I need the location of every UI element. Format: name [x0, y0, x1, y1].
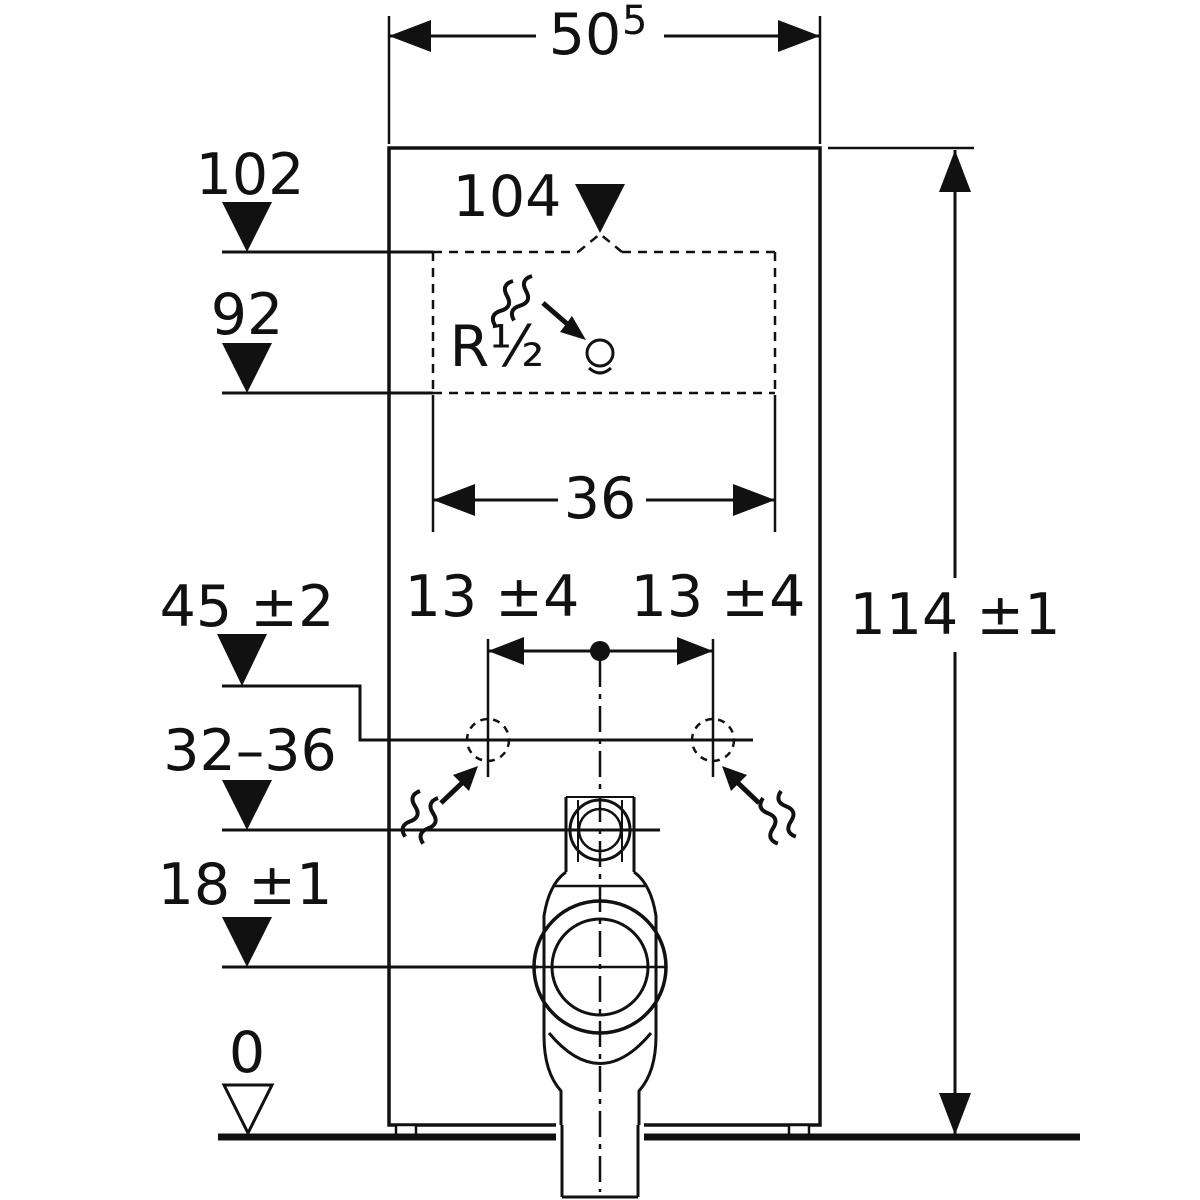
anchor-point-left	[465, 717, 511, 763]
right-height-dimension: 114 ±1	[828, 146, 1061, 1135]
label-level-45: 45 ±2	[160, 574, 335, 640]
label-overall-width-superscript: 5	[622, 0, 647, 44]
datum-triangle-icon	[575, 184, 625, 233]
top-width-dimension: 50 5	[387, 0, 822, 144]
label-offset-right: 13 ±4	[631, 564, 806, 630]
anchor-offset-dimensions: 13 ±4 13 ±4	[405, 564, 806, 777]
supply-zone-dashed-box	[431, 232, 777, 395]
label-overall-width: 50	[549, 2, 622, 68]
label-level-92: 92	[211, 282, 284, 348]
anchor-points	[465, 717, 736, 763]
arrowhead-left-icon	[389, 20, 431, 52]
datum-triangle-icon	[222, 202, 272, 252]
anchor-point-right	[690, 717, 736, 763]
water-connection-left	[398, 766, 478, 848]
level-marker-18: 18 ±1	[158, 852, 538, 969]
level-marker-102: 102	[196, 142, 433, 254]
level-line-stepped	[222, 684, 753, 742]
supply-arrowhead-icon	[722, 766, 747, 791]
supply-arrowhead-icon	[560, 316, 586, 340]
supply-arrow-shaft	[736, 781, 761, 805]
thread-connection-icon	[585, 338, 615, 368]
module-panel-outline	[387, 146, 822, 1127]
label-offset-104: 104	[453, 164, 562, 230]
arrowhead-up-icon	[939, 150, 971, 192]
water-squiggle-icon	[416, 794, 445, 848]
level-marker-92: 92	[211, 282, 433, 395]
label-overall-height: 114 ±1	[850, 582, 1061, 648]
top-offset-dimension-104: 104	[453, 164, 625, 233]
datum-triangle-icon	[217, 634, 267, 686]
label-inner-width: 36	[564, 466, 637, 532]
arrowhead-right-icon	[677, 637, 713, 665]
label-level-32-36: 32–36	[163, 718, 337, 784]
arrowhead-left-icon	[433, 484, 475, 516]
label-offset-left: 13 ±4	[405, 564, 580, 630]
label-level-102: 102	[196, 142, 305, 208]
trap-body-right	[633, 870, 658, 1125]
level-marker-45: 45 ±2	[160, 574, 753, 742]
water-squiggle-icon	[774, 787, 803, 841]
label-level-0: 0	[229, 1020, 265, 1086]
dashed-notch	[577, 232, 623, 253]
trap-body-left	[542, 870, 567, 1125]
arrowhead-right-icon	[733, 484, 775, 516]
supply-arrow-shaft	[439, 781, 464, 805]
arrowhead-down-icon	[939, 1093, 971, 1135]
water-connection-right	[722, 766, 803, 848]
level-marker-32-36: 32–36	[163, 718, 540, 832]
datum-triangle-icon	[222, 343, 272, 393]
datum-triangle-open-icon	[221, 1083, 275, 1137]
supply-arrowhead-icon	[453, 766, 478, 791]
level-marker-0: 0	[221, 1020, 275, 1137]
trap-bend-curve	[547, 1032, 653, 1065]
water-supply-annotation: R½	[450, 272, 615, 380]
datum-triangle-icon	[222, 917, 272, 967]
inner-width-dimension-36: 36	[431, 395, 777, 532]
label-level-18: 18 ±1	[158, 852, 333, 918]
label-thread-size: R½	[450, 314, 545, 380]
arrowhead-right-icon	[778, 20, 820, 52]
thread-mark-icon	[587, 366, 613, 375]
datum-triangle-icon	[222, 780, 272, 830]
arrowhead-left-icon	[488, 637, 524, 665]
